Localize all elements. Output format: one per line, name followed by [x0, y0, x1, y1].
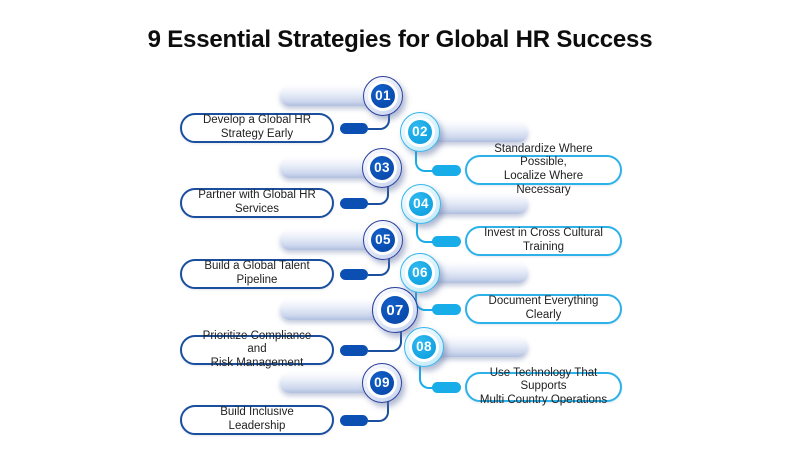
badge-ring: 05 [367, 224, 399, 256]
badge-ring: 08 [408, 331, 440, 363]
connector-bar [420, 263, 528, 283]
step-number-badge: 03 [362, 148, 402, 188]
badge-ring: 06 [404, 257, 436, 289]
step-number: 02 [407, 119, 433, 145]
connector-bar [280, 230, 383, 250]
step-number: 06 [407, 260, 433, 286]
strategy-label: Build a Global Talent Pipeline [180, 259, 334, 289]
connector-bar [421, 194, 528, 214]
step-number-badge: 02 [400, 112, 440, 152]
badge-ring: 09 [366, 367, 398, 399]
step-number: 05 [370, 227, 396, 253]
badge-ring: 03 [366, 152, 398, 184]
step-number: 01 [370, 83, 396, 109]
step-number: 09 [369, 370, 395, 396]
connector-dash [432, 164, 461, 176]
badge-ring: 01 [367, 80, 399, 112]
connector-dash [340, 344, 368, 356]
step-number: 03 [369, 155, 395, 181]
connector-line [368, 113, 390, 130]
connector-line [419, 364, 434, 389]
connector-line [416, 221, 434, 243]
strategy-label: Partner with Global HR Services [180, 188, 334, 218]
badge-ring: 04 [405, 188, 437, 220]
connector-dash [340, 197, 368, 209]
step-number: 04 [408, 191, 434, 217]
strategy-label: Invest in Cross Cultural Training [465, 226, 622, 256]
connector-bar [280, 300, 395, 320]
connector-bar [424, 337, 528, 357]
connector-line [368, 257, 390, 276]
page-title: 9 Essential Strategies for Global HR Suc… [147, 26, 653, 53]
step-number-badge: 04 [401, 184, 441, 224]
step-number-badge: 05 [363, 220, 403, 260]
step-number-badge: 01 [363, 76, 403, 116]
connector-bar [280, 86, 383, 106]
step-number: 08 [411, 334, 437, 360]
connector-line [368, 327, 402, 352]
badge-ring: 02 [404, 116, 436, 148]
step-number-badge: 06 [400, 253, 440, 293]
connector-line [368, 185, 389, 205]
step-number-badge: 07 [372, 287, 418, 333]
strategy-label: Develop a Global HR Strategy Early [180, 113, 334, 143]
connector-line [368, 400, 389, 422]
badge-ring: 07 [377, 292, 413, 328]
connector-bar [280, 373, 382, 393]
connector-dash [432, 381, 461, 393]
strategy-label: Document Everything Clearly [465, 294, 622, 324]
connector-dash [340, 414, 368, 426]
connector-bar [280, 158, 382, 178]
connector-dash [340, 122, 368, 134]
connector-dash [432, 303, 461, 315]
strategy-label: Build Inclusive Leadership [180, 405, 334, 435]
step-number: 07 [380, 295, 410, 325]
connector-dash [432, 235, 461, 247]
step-number-badge: 09 [362, 363, 402, 403]
connector-bar [420, 122, 528, 142]
connector-dash [340, 268, 368, 280]
connector-line [415, 149, 434, 172]
step-number-badge: 08 [404, 327, 444, 367]
